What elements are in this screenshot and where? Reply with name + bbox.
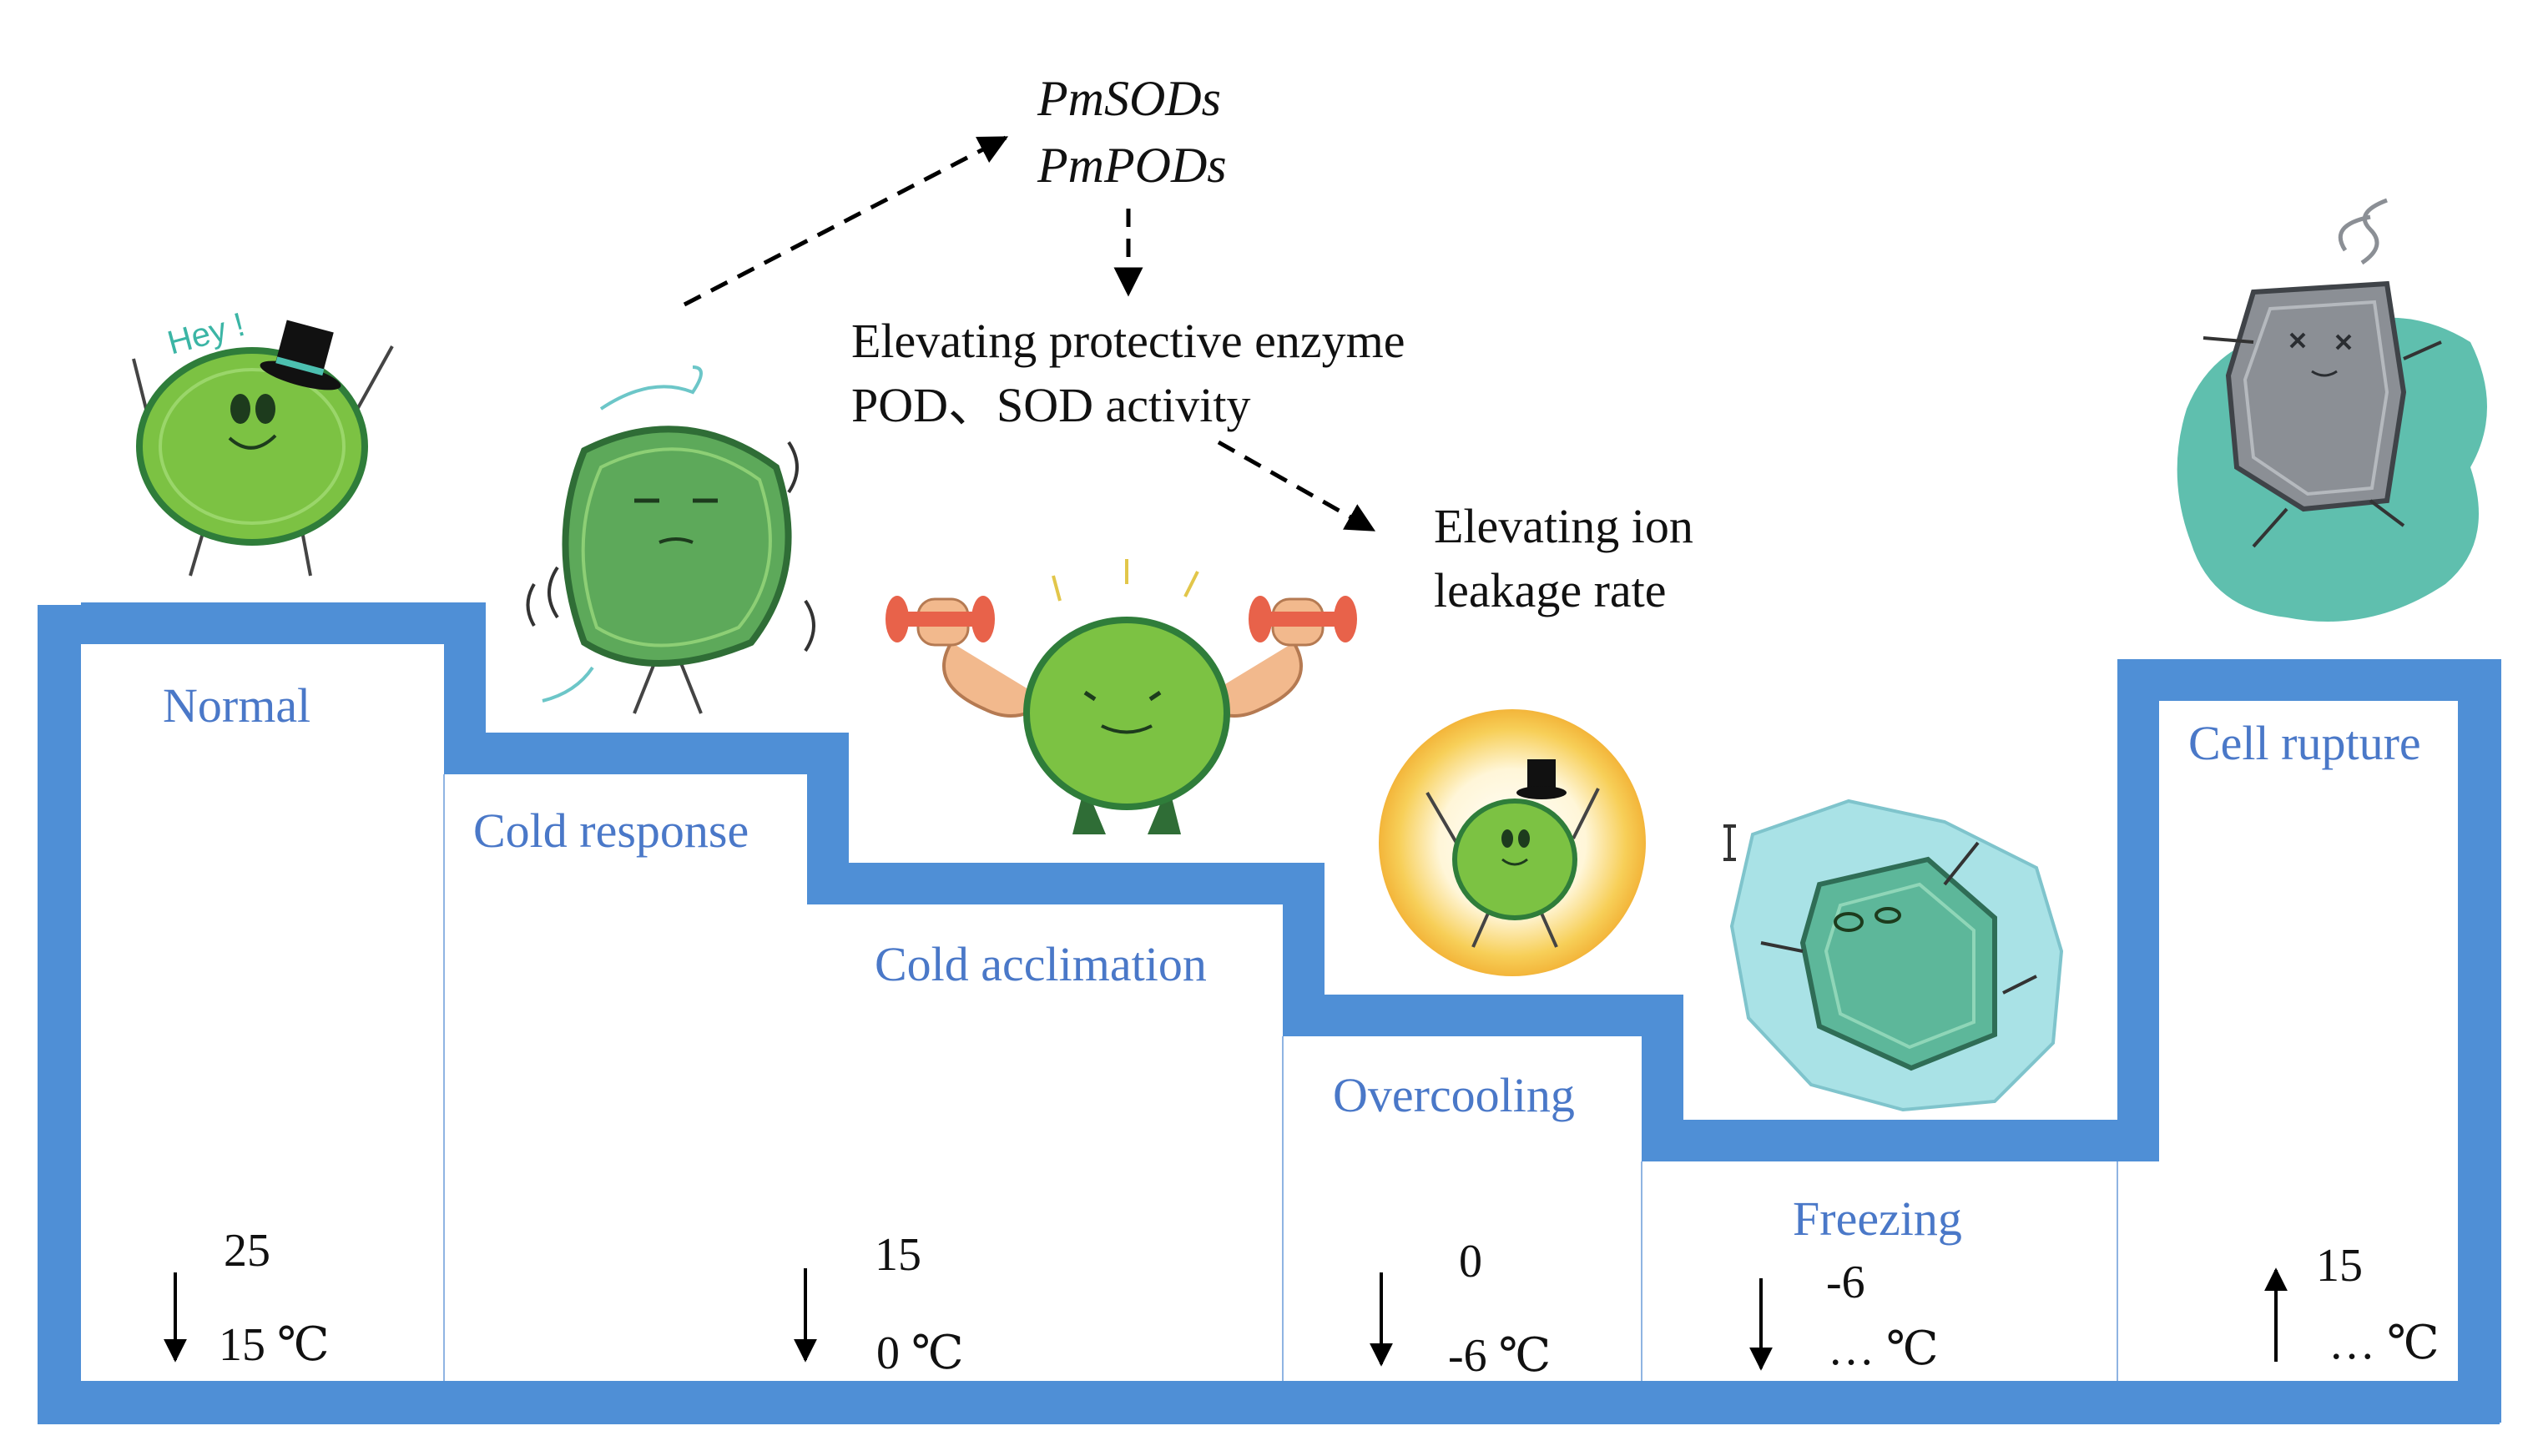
stage-name-cold-acclimation: Cold acclimation [875, 937, 1207, 991]
stage-name-overcooling: Overcooling [1333, 1068, 1575, 1122]
temp-from-overcooling: 0 [1459, 1236, 1482, 1287]
right-wall [2458, 659, 2501, 1423]
dashed-arrow-enzyme-to-ion [1217, 440, 1376, 532]
dashed-arrow-to-genes [683, 135, 1009, 307]
step-overcooling-riser [1642, 995, 1683, 1120]
annotations: PmSODs PmPODs Elevating protective enzym… [851, 71, 1693, 617]
temp-to-normal: 15 ℃ [219, 1319, 330, 1371]
step-rupture-top [2117, 659, 2501, 701]
ion-label-line2: leakage rate [1434, 563, 1667, 617]
step-normal-riser [444, 602, 486, 733]
temperature-labels: 25 15 ℃ 15 0 ℃ 0 -6 ℃ -6 … ℃ 15 … ℃ [219, 1225, 2440, 1382]
glowing-cell-icon [1379, 709, 1646, 976]
left-wall [38, 605, 81, 1418]
step-acclimation-top [807, 863, 1325, 904]
ion-label-line1: Elevating ion [1434, 499, 1693, 553]
temp-to-cold-response: 0 ℃ [876, 1328, 964, 1379]
temp-from-cold-response: 15 [875, 1229, 921, 1281]
temp-to-overcooling: -6 ℃ [1448, 1330, 1551, 1382]
temp-from-normal: 25 [224, 1225, 270, 1277]
temp-from-freezing: -6 [1826, 1257, 1865, 1308]
shivering-cell-icon [526, 365, 815, 714]
temp-to-cell-rupture: … ℃ [2329, 1317, 2440, 1369]
staircase-frame [38, 602, 2501, 1424]
dashed-arrows [683, 135, 1376, 532]
step-response-riser [807, 733, 849, 863]
column-dividers [443, 774, 2118, 1381]
step-normal-top [81, 602, 486, 644]
stage-labels: Normal Cold response Cold acclimation Ov… [163, 678, 2421, 1246]
gene-label-sods: PmSODs [1037, 71, 1221, 126]
gene-label-pods: PmPODs [1037, 138, 1227, 193]
bottom-wall [38, 1381, 2500, 1424]
stage-name-freezing: Freezing [1793, 1192, 1962, 1246]
temperature-arrows [164, 1267, 2288, 1371]
temp-to-freezing: … ℃ [1828, 1323, 1939, 1375]
enzyme-label-line1: Elevating protective enzyme [851, 314, 1405, 368]
ruptured-cell-icon [2177, 198, 2487, 622]
step-freezing-top [1642, 1120, 2159, 1161]
stage-name-normal: Normal [163, 678, 310, 733]
muscular-cell-icon [886, 559, 1357, 834]
frozen-cell-icon [1723, 799, 2064, 1112]
stage-name-cold-response: Cold response [473, 804, 749, 858]
step-response-top [444, 733, 849, 774]
stage-name-cell-rupture: Cell rupture [2188, 716, 2421, 770]
step-overcooling-top [1283, 995, 1683, 1036]
temp-from-cell-rupture: 15 [2316, 1240, 2363, 1292]
step-rupture-riser [2117, 659, 2159, 1161]
happy-cell-icon: Hey ! [132, 306, 394, 577]
enzyme-label-line2: POD、SOD activity [851, 378, 1251, 432]
step-acclimation-riser [1283, 863, 1325, 995]
